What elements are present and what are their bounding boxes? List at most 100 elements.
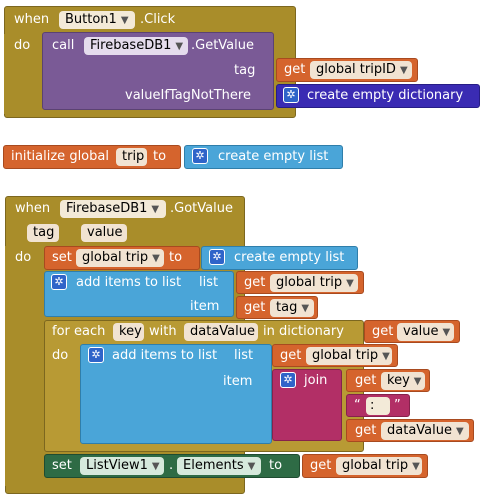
trip-var-name-field[interactable]: trip [116, 148, 147, 166]
set-var-dropdown[interactable]: global trip▼ [76, 249, 164, 267]
join-datavalue-dropdown[interactable]: dataValue▼ [381, 422, 469, 440]
string-close-quote: ” [394, 398, 401, 413]
elements-label: Elements [183, 458, 244, 473]
inner-trip-var-label: global trip [312, 348, 379, 363]
get-label-8: get [310, 458, 332, 473]
gear-icon[interactable]: ✲ [192, 148, 208, 164]
get-tag-dropdown[interactable]: tag▼ [270, 299, 314, 317]
set2-to-label: to [269, 458, 283, 473]
create-empty-dictionary-block[interactable] [276, 84, 480, 108]
gear-icon[interactable]: ✲ [209, 249, 225, 265]
listview-label: ListView1 [86, 458, 148, 473]
component-dropdown-label: Button1 [65, 12, 117, 27]
value-if-socket-label: valueIfTagNotThere [125, 88, 251, 103]
gear-icon[interactable]: ✲ [283, 87, 299, 103]
event-do-bar [4, 34, 42, 114]
set2-label: set [52, 458, 72, 473]
chevron-down-icon: ▼ [301, 303, 310, 314]
for-each-label: for each [52, 324, 106, 339]
inner-add-items-label: add items to list [112, 348, 218, 363]
chevron-down-icon: ▼ [413, 376, 422, 387]
create-empty-list-block-2[interactable] [201, 246, 358, 270]
gear-icon[interactable]: ✲ [280, 372, 296, 388]
param-tag[interactable]: tag [27, 224, 59, 242]
join-label: join [304, 373, 328, 388]
initialize-global-block[interactable] [3, 145, 181, 169]
gear-icon[interactable]: ✲ [51, 274, 67, 290]
separator-text-field[interactable]: : [366, 397, 390, 415]
firebase3-dropdown-label: FirebaseDB1 [66, 201, 148, 216]
get-label-3: get [244, 300, 266, 315]
gear-icon[interactable]: ✲ [88, 347, 104, 363]
get-tag-var-label: tag [276, 300, 298, 315]
get-trip-var-label: global trip [276, 275, 343, 290]
get-label: get [284, 62, 306, 77]
get-label-7: get [355, 423, 377, 438]
tripid-var-dropdown[interactable]: global tripID▼ [310, 61, 412, 79]
call-label: call [52, 38, 75, 53]
join-key-dropdown[interactable]: key▼ [381, 372, 425, 390]
param-tag-label: tag [33, 225, 55, 240]
event3-do-bar [5, 246, 43, 486]
empty-list-label: create empty list [218, 149, 329, 164]
tag-socket-label: tag [234, 63, 256, 78]
method-name: .GetValue [191, 38, 255, 53]
chevron-down-icon: ▼ [382, 351, 390, 362]
do-label: do [14, 38, 31, 53]
firebase-dropdown-label: FirebaseDB1 [90, 38, 172, 53]
set-to-label: to [169, 250, 183, 265]
inner-do-label: do [52, 348, 69, 363]
event-name: .Click [140, 12, 176, 27]
final-trip-var-dropdown[interactable]: global trip▼ [336, 457, 422, 475]
inner-add-items-block[interactable] [80, 344, 272, 444]
add-items-to-list-block[interactable] [44, 271, 234, 317]
get-value-dropdown[interactable]: value▼ [397, 323, 454, 341]
chevron-down-icon: ▼ [455, 426, 464, 437]
firebase-component-dropdown[interactable]: FirebaseDB1▼ [84, 37, 188, 55]
param-value[interactable]: value [81, 224, 127, 242]
datavalue-var-field[interactable]: dataValue [184, 323, 258, 341]
final-trip-var-label: global trip [342, 458, 409, 473]
get-label-5: get [280, 348, 302, 363]
datavalue-var-label: dataValue [190, 324, 255, 339]
create-empty-list-block[interactable] [184, 145, 343, 169]
listview-component-dropdown[interactable]: ListView1▼ [80, 457, 164, 475]
add-item-socket-label: item [190, 299, 220, 314]
inner-get-trip-dropdown[interactable]: global trip▼ [306, 347, 392, 365]
string-open-quote: “ [354, 398, 361, 413]
empty-list2-label: create empty list [234, 250, 345, 265]
when-label: when [14, 12, 50, 27]
get-trip-var-dropdown[interactable]: global trip▼ [270, 274, 358, 292]
get-label-6: get [355, 373, 377, 388]
dot-label: . [169, 458, 174, 473]
in-dictionary-label: in dictionary [263, 324, 344, 339]
initialize-label: initialize global [11, 149, 109, 164]
get-label-2: get [244, 275, 266, 290]
chevron-down-icon: ▼ [247, 461, 256, 472]
chevron-down-icon: ▼ [152, 253, 160, 264]
component-dropdown[interactable]: Button1▼ [59, 11, 135, 29]
chevron-down-icon: ▼ [151, 204, 160, 215]
chevron-down-icon: ▼ [120, 15, 129, 26]
inner-list-socket-label: list [234, 348, 254, 363]
set-label: set [52, 250, 72, 265]
add-list-socket-label: list [199, 275, 219, 290]
inner-item-socket-label: item [223, 374, 253, 389]
join-datavalue-var-label: dataValue [387, 423, 452, 438]
chevron-down-icon: ▼ [175, 41, 184, 52]
key-var-field[interactable]: key [113, 323, 144, 341]
elements-property-dropdown[interactable]: Elements▼ [177, 457, 261, 475]
separator-text: : [370, 398, 375, 413]
chevron-down-icon: ▼ [412, 461, 420, 472]
empty-dict-label: create empty dictionary [307, 88, 464, 103]
get-value-var-label: value [403, 324, 439, 339]
firebase3-dropdown[interactable]: FirebaseDB1▼ [60, 200, 166, 218]
trip-var-name-label: trip [122, 149, 145, 164]
join-key-var-label: key [387, 373, 410, 388]
add-items-label: add items to list [76, 275, 182, 290]
chevron-down-icon: ▼ [442, 327, 451, 338]
init-to-label: to [153, 149, 167, 164]
chevron-down-icon: ▼ [346, 278, 354, 289]
with-label: with [149, 324, 177, 339]
param-value-label: value [87, 225, 123, 240]
